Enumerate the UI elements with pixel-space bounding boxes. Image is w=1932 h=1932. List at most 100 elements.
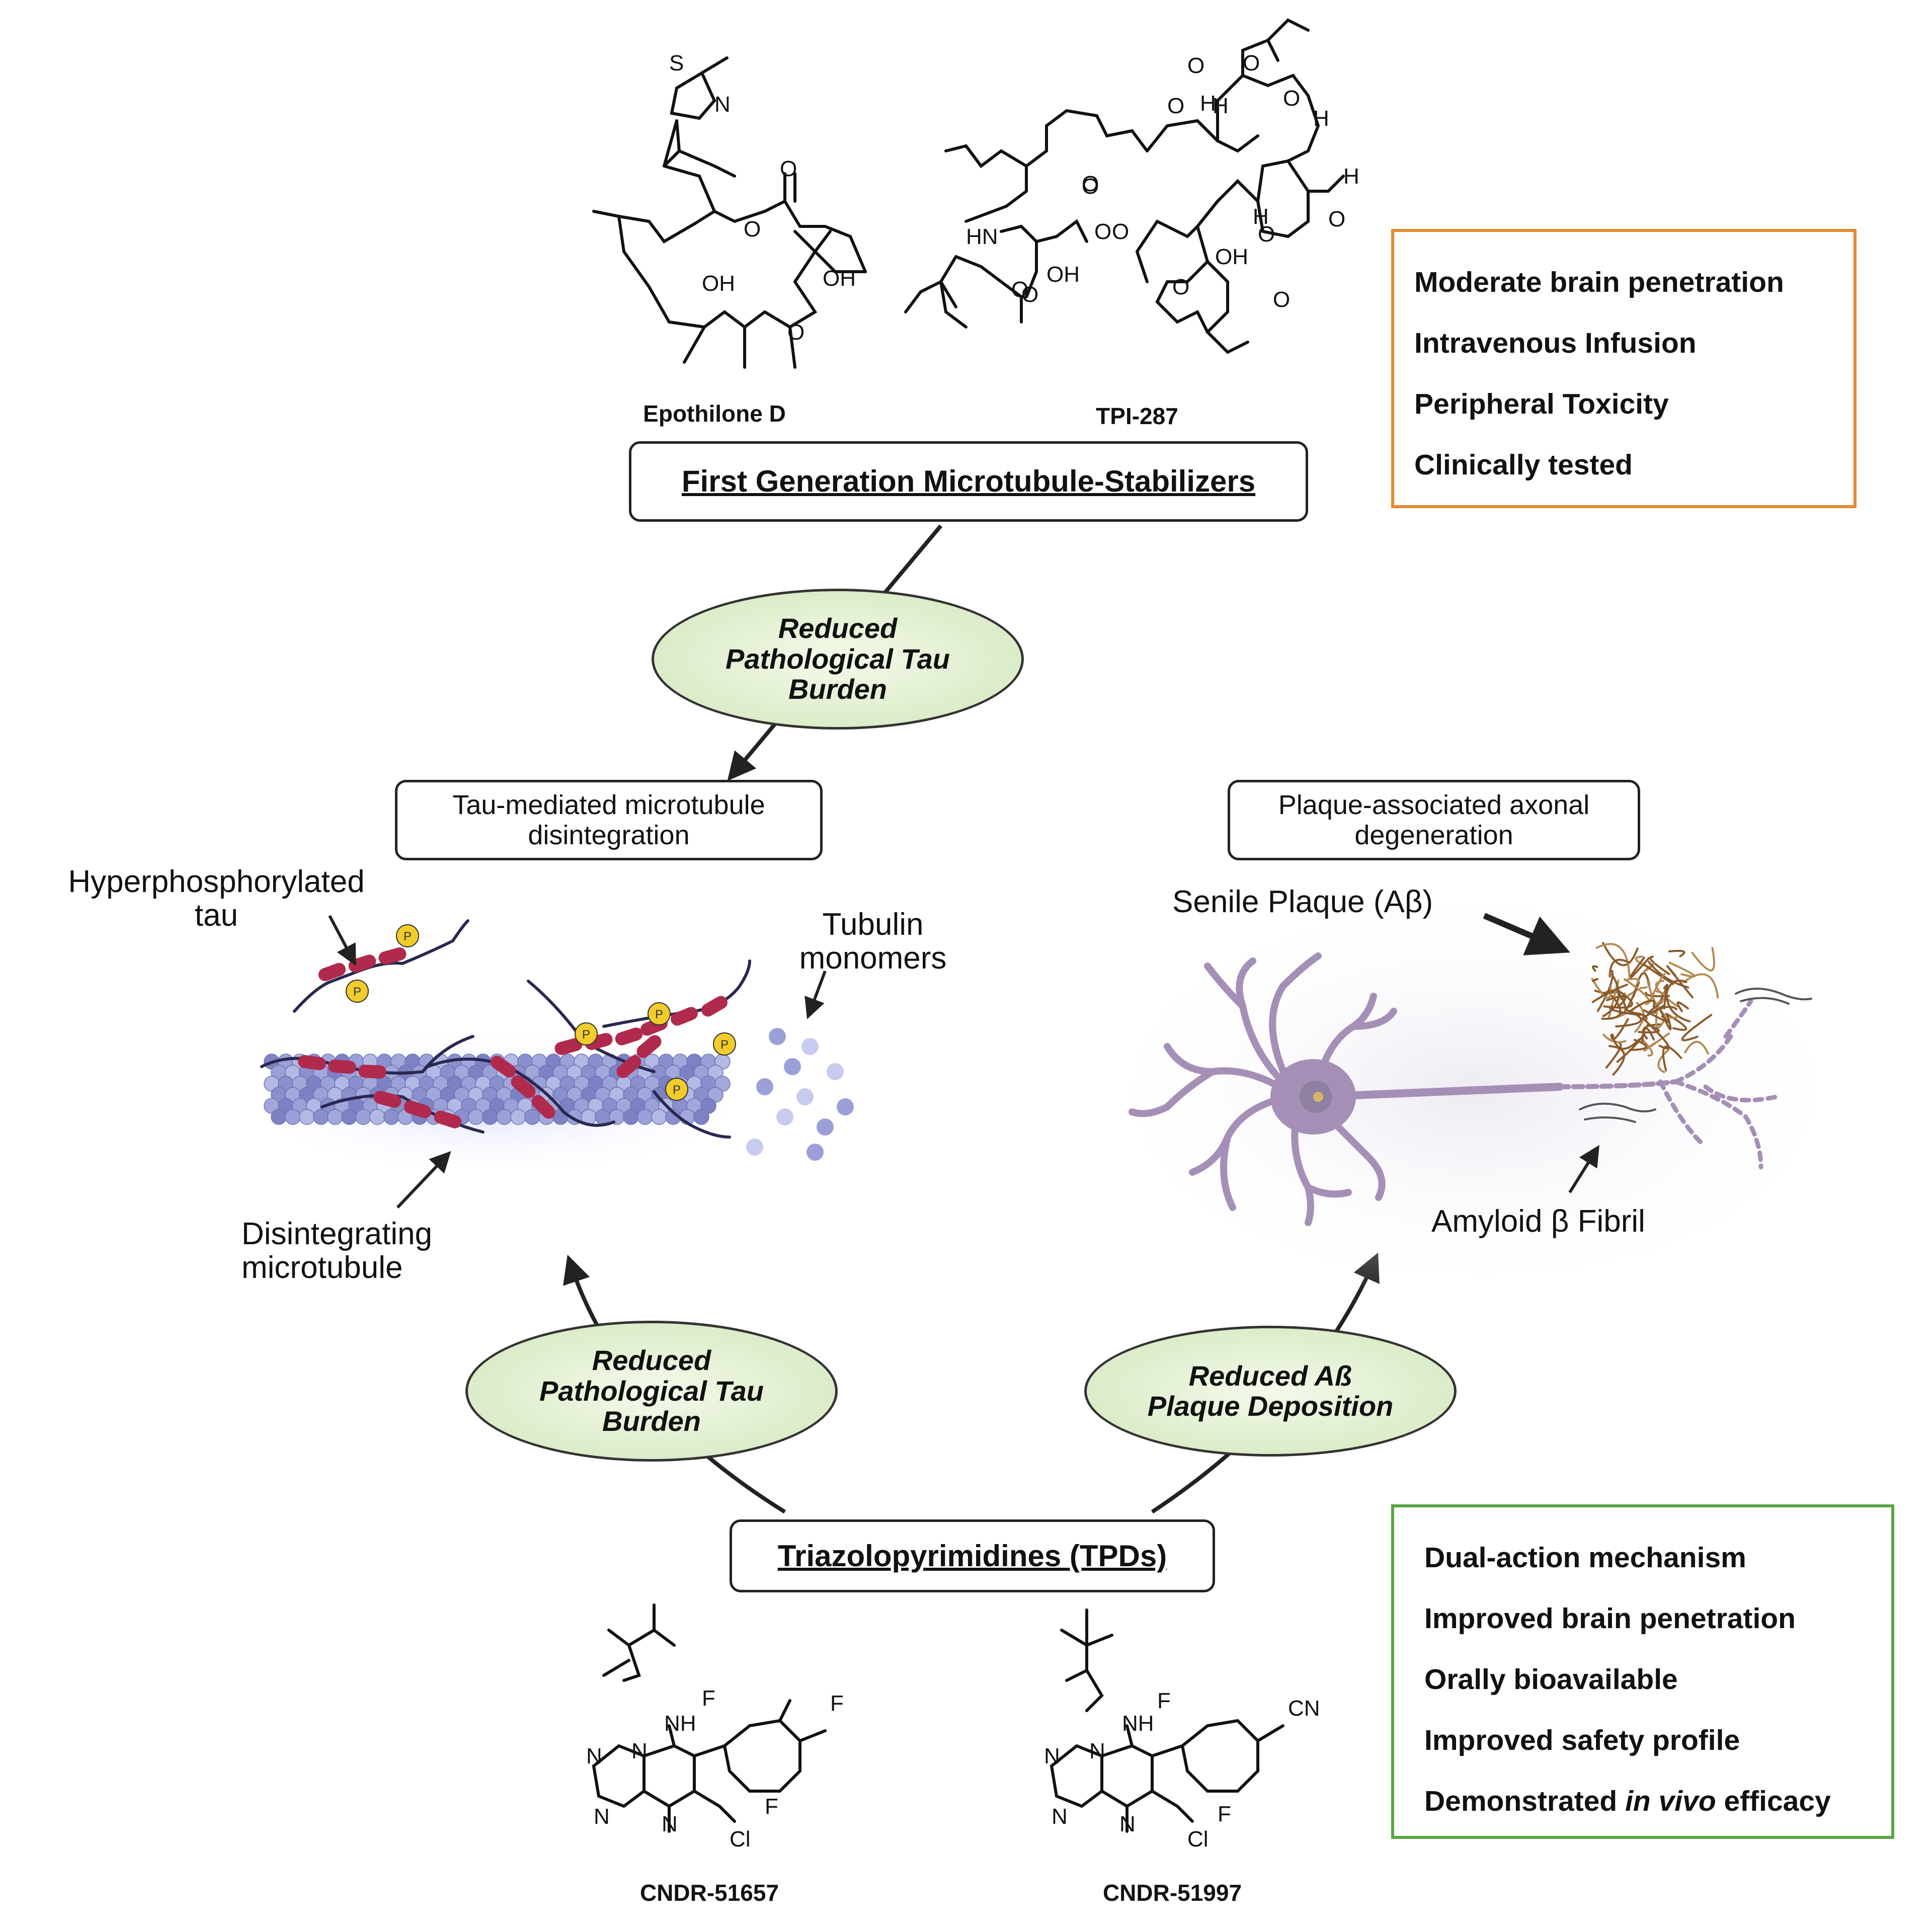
plaque-fibril [1601, 990, 1627, 1010]
phosphate-label: P [720, 1038, 729, 1052]
plaque-fibril [1608, 1005, 1641, 1016]
plaque-assoc-line-1: Plaque-associated axonal [1278, 789, 1590, 820]
oval-reduced-plaque: Reduced Aß Plaque Deposition [1084, 1326, 1457, 1457]
tau-segment [554, 1038, 583, 1055]
svg-text:O: O [1082, 174, 1099, 199]
tau-segment [615, 1027, 643, 1045]
svg-text:Cl: Cl [730, 1827, 751, 1852]
tubulin-subunit [383, 1109, 399, 1125]
plaque-fibril [1595, 943, 1631, 980]
oval-reduced-tau-bottom: Reduced Pathological Tau Burden [465, 1321, 838, 1462]
feature-item: Dual-action mechanism [1424, 1542, 1746, 1574]
tau-mediated-line-2: disintegration [528, 820, 690, 850]
svg-text:O: O [1187, 53, 1204, 78]
phosphate-label: P [582, 1028, 590, 1041]
label-hyperphosphorylated-tau: Hyperphosphorylated tau [68, 864, 365, 933]
plaque-fibril [1657, 1049, 1670, 1074]
tubulin-monomer [746, 1139, 763, 1156]
svg-text:O: O [1011, 277, 1028, 302]
svg-text:H: H [1313, 106, 1329, 131]
tubulin-monomer [807, 1144, 824, 1161]
first-gen-features-box: Moderate brain penetration Intravenous I… [1391, 229, 1857, 508]
svg-text:H: H [1213, 94, 1229, 118]
tau-segment [298, 1055, 326, 1071]
tau-segment [378, 947, 407, 964]
tau-segment [701, 996, 728, 1017]
plaque-fibril [1605, 1042, 1622, 1069]
feature-item-in-vivo: Demonstrated in vivo efficacy [1424, 1785, 1831, 1817]
plaque-fibril [1691, 947, 1715, 972]
phosphate-group: P [713, 1032, 736, 1056]
pointer-arrows [328, 913, 1599, 1209]
plaque-fibril [1592, 965, 1598, 972]
plaque-fibril [1681, 1014, 1713, 1041]
svg-text:N: N [594, 1804, 610, 1829]
tubulin-subunit [637, 1109, 653, 1125]
epothilone-d-atoms: S N O O OH OH O [669, 51, 856, 345]
plaque-fibril [1610, 1018, 1629, 1040]
phosphate-circle [575, 1022, 598, 1045]
plaque-fibril [1641, 1027, 1655, 1044]
phosphate-group: P [648, 1002, 671, 1025]
oval-top-line-1: Reduced [778, 612, 898, 645]
svg-text:F: F [830, 1691, 844, 1716]
plaque-fibril [1659, 1008, 1672, 1030]
svg-text:F: F [1218, 1802, 1231, 1826]
tubulin-subunit [285, 1109, 301, 1125]
tubulin-subunit [623, 1109, 639, 1125]
label-senile-plaque: Senile Plaque (Aβ) [1172, 884, 1433, 919]
tau-mediated-box: Tau-mediated microtubule disintegration [395, 780, 823, 860]
compound-label-cndr-51997: CNDR-51997 [1102, 1880, 1242, 1906]
svg-text:N: N [662, 1812, 678, 1836]
svg-text:N: N [714, 92, 731, 117]
tubulin-subunit [651, 1109, 667, 1125]
plaque-fibril [1612, 1033, 1641, 1050]
plaque-fibril [1615, 1008, 1642, 1028]
svg-text:Cl: Cl [1187, 1827, 1209, 1852]
plaque-fibril [1676, 1001, 1689, 1012]
phosphate-circle [665, 1078, 688, 1101]
svg-text:O: O [1328, 207, 1345, 231]
plaque-fibril [1601, 995, 1622, 1020]
plaque-fibril [1592, 978, 1599, 982]
phosphate-label: P [353, 985, 361, 999]
label-disintegrating-microtubule: Disintegrating microtubule [242, 1217, 433, 1285]
first-gen-box: First Generation Microtubule-Stabilizers [629, 441, 1308, 522]
tubulin-monomer [784, 1058, 801, 1075]
cndr-51997-structure [1050, 1608, 1284, 1833]
plaque-fibril [1605, 995, 1627, 1008]
svg-text:O: O [744, 217, 761, 242]
plaque-fibril [1608, 958, 1630, 978]
plaque-fibril [1649, 955, 1670, 975]
plaque-fibril [1591, 984, 1628, 1003]
phosphate-group: P [346, 980, 369, 1003]
plaque-fibril [1643, 1032, 1670, 1052]
tubulin-monomer [796, 1088, 814, 1105]
plaque-fibril [1663, 979, 1687, 1010]
plaque-fibril [1602, 942, 1639, 967]
svg-text:HN: HN [966, 224, 998, 249]
tubulin-subunit [496, 1109, 512, 1125]
tpd-features-box: Dual-action mechanism Improved brain pen… [1391, 1504, 1894, 1839]
tau-segment [531, 1095, 555, 1119]
tubulin-monomer [756, 1078, 773, 1095]
tau-segment [373, 1091, 401, 1108]
tau-segment [318, 962, 346, 982]
tpds-box: Triazolopyrimidines (TPDs) [730, 1519, 1215, 1592]
tubulin-subunit [355, 1109, 371, 1125]
oval-bl-line-3: Burden [602, 1405, 701, 1437]
svg-text:O: O [1021, 282, 1038, 307]
cndr-51657-structure [592, 1603, 827, 1833]
svg-text:H: H [1253, 204, 1269, 229]
phosphate-circle [713, 1032, 736, 1056]
svg-text:CN: CN [1288, 1696, 1320, 1721]
svg-text:O: O [1094, 219, 1111, 244]
tau-segment [434, 1110, 462, 1129]
plaque-fibril [1647, 1000, 1665, 1015]
tubulin-subunit [369, 1109, 385, 1125]
tubulin-monomer [817, 1118, 834, 1136]
tubulin-subunit [693, 1109, 709, 1125]
plaque-fibril [1682, 973, 1719, 999]
compound-label-epothilone-d: Epothilone D [643, 400, 786, 427]
tubulin-monomer [827, 1063, 844, 1080]
